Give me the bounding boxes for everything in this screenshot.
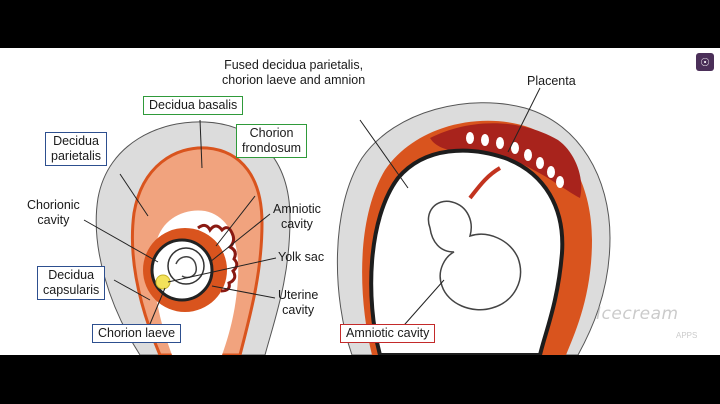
fetus-outline xyxy=(427,200,522,311)
label-decidua-basalis: Decidua basalis xyxy=(143,96,244,115)
label-chorion-laeve: Chorion laeve xyxy=(92,324,182,343)
watermark-subtext: APPS xyxy=(676,331,698,340)
right-uterus xyxy=(336,87,611,355)
placenta-villi xyxy=(466,132,564,188)
yolk-sac-shape xyxy=(155,274,171,290)
label-amniotic-cavity-right: Amniotic cavity xyxy=(340,324,436,343)
umbilical-cord xyxy=(468,166,502,200)
label-yolk-sac: Yolk sac xyxy=(278,250,325,264)
label-placenta: Placenta xyxy=(527,74,576,88)
amniotic-sac-circle xyxy=(167,247,205,285)
chorion-frondosum-villi xyxy=(197,223,239,293)
lightbulb-icon[interactable]: ☉ xyxy=(696,53,714,71)
label-fused-layers: Fused decidua parietalis,chorion laeve a… xyxy=(222,58,366,87)
uterus-illustration xyxy=(83,87,611,355)
diagram-canvas: Fused decidua parietalis,chorion laeve a… xyxy=(0,48,720,355)
left-uterus xyxy=(83,119,291,355)
watermark-text: Icecream xyxy=(596,304,679,324)
